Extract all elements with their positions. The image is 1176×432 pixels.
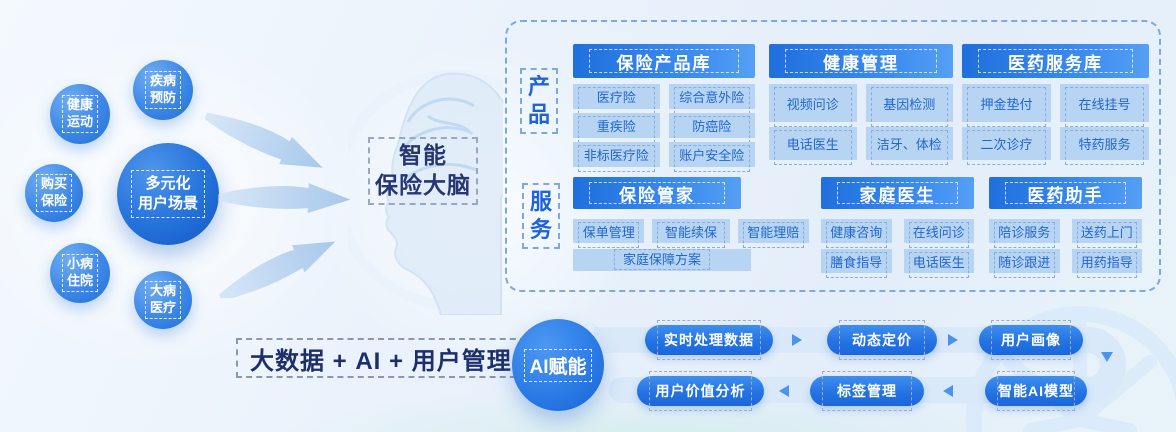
bubble-minor-illness: 小病住院 (50, 243, 110, 303)
bubble-buy-insurance: 购买保险 (25, 164, 83, 222)
product-item: 综合意外险 (668, 84, 755, 114)
product-item: 电话医生 (769, 127, 857, 165)
bubble-label: 大病医疗 (144, 281, 181, 319)
group-title: 家庭医生 (821, 177, 974, 209)
product-item: 基因检测 (865, 84, 953, 127)
service-item: 智能续保 (652, 219, 730, 248)
arrow-right-icon (948, 334, 958, 346)
ai-badge-label: AI赋能 (524, 348, 592, 382)
flow-step-user-portrait: 用户画像 (979, 320, 1083, 360)
arrow-right-icon (792, 334, 802, 346)
service-item: 智能理赔 (737, 219, 809, 248)
service-item: 健康咨询 (821, 219, 892, 248)
group-title: 保险产品库 (573, 44, 755, 78)
service-item: 随诊跟进 (989, 249, 1060, 278)
arrow-down-icon (1101, 352, 1113, 362)
flow-step-user-value-analysis: 用户价值分析 (637, 371, 764, 411)
ai-flow-track (594, 327, 1126, 403)
brain-title: 智能 保险大脑 (368, 137, 478, 205)
brain-head-illustration (348, 70, 503, 315)
service-item: 电话医生 (903, 249, 974, 278)
ai-empowerment-badge: AI赋能 (512, 319, 604, 411)
product-item: 医疗险 (573, 84, 660, 114)
flow-step-tag-management: 标签管理 (810, 371, 924, 411)
group-medical-service-library: 医药服务库 押金垫付 在线挂号 二次诊疗 特药服务 (962, 44, 1149, 165)
bubble-label: 小病住院 (61, 254, 98, 292)
service-item: 陪诊服务 (989, 219, 1060, 248)
product-section-label: 产 品 (520, 68, 559, 135)
product-item: 重疾险 (573, 113, 660, 143)
bubble-diverse-user-scenes: 多元化用户场景 (117, 143, 219, 245)
bubble-label: 购买保险 (35, 174, 72, 212)
bubble-major-illness: 大病医疗 (134, 271, 192, 329)
group-health-management: 健康管理 视频问诊 基因检测 电话医生 洁牙、体检 (769, 44, 953, 165)
product-item: 防癌险 (668, 113, 755, 143)
product-item: 视频问诊 (769, 84, 857, 127)
service-section-label: 服 务 (522, 183, 561, 250)
service-item: 用药指导 (1071, 249, 1142, 278)
converging-arrows-icon (205, 112, 351, 298)
group-title: 健康管理 (769, 44, 953, 78)
capability-panel: 产 品 服 务 保险产品库 医疗险 综合意外险 重疾险 防癌险 非标医疗险 账户… (505, 20, 1161, 292)
bubble-label: 疾病预防 (144, 71, 181, 109)
flow-step-realtime-data: 实时处理数据 (645, 320, 773, 360)
bubble-center-label: 多元化用户场景 (130, 169, 205, 219)
product-item: 非标医疗险 (573, 142, 660, 172)
tagline-big-data-ai: 大数据 + AI + 用户管理 (236, 338, 526, 378)
group-title: 医药服务库 (962, 44, 1149, 78)
product-item: 账户安全险 (668, 142, 755, 172)
arrow-left-icon (943, 385, 953, 397)
flow-step-dynamic-pricing: 动态定价 (827, 320, 937, 360)
product-item: 洁牙、体检 (865, 127, 953, 165)
service-item: 在线问诊 (903, 219, 974, 248)
product-item: 二次诊疗 (962, 127, 1051, 165)
brain-title-line1: 智能 (399, 142, 447, 169)
flow-step-smart-ai-model: 智能AI模型 (985, 371, 1087, 411)
group-insurance-product-library: 保险产品库 医疗险 综合意外险 重疾险 防癌险 非标医疗险 账户安全险 (573, 44, 755, 172)
group-medicine-assistant: 医药助手 陪诊服务 送药上门 随诊跟进 用药指导 (989, 177, 1142, 278)
bubble-health-sport: 健康运动 (50, 84, 110, 144)
group-family-doctor: 家庭医生 健康咨询 在线问诊 膳食指导 电话医生 (821, 177, 974, 278)
product-item: 押金垫付 (962, 84, 1051, 127)
service-item-wide: 家庭保障方案 (573, 248, 751, 271)
product-item: 特药服务 (1060, 127, 1149, 165)
arrow-left-icon (779, 385, 789, 397)
brain-title-line2: 保险大脑 (375, 172, 471, 198)
product-item: 在线挂号 (1060, 84, 1149, 127)
service-item: 保单管理 (573, 219, 645, 248)
group-title: 保险管家 (573, 177, 741, 209)
service-item: 膳食指导 (821, 249, 892, 278)
bubble-label: 健康运动 (61, 95, 98, 133)
group-title: 医药助手 (989, 177, 1142, 209)
group-insurance-butler: 保险管家 保单管理 智能续保 智能理赔 家庭保障方案 (573, 177, 809, 271)
bubble-disease-prevention: 疾病预防 (133, 60, 193, 120)
service-item: 送药上门 (1071, 219, 1142, 248)
